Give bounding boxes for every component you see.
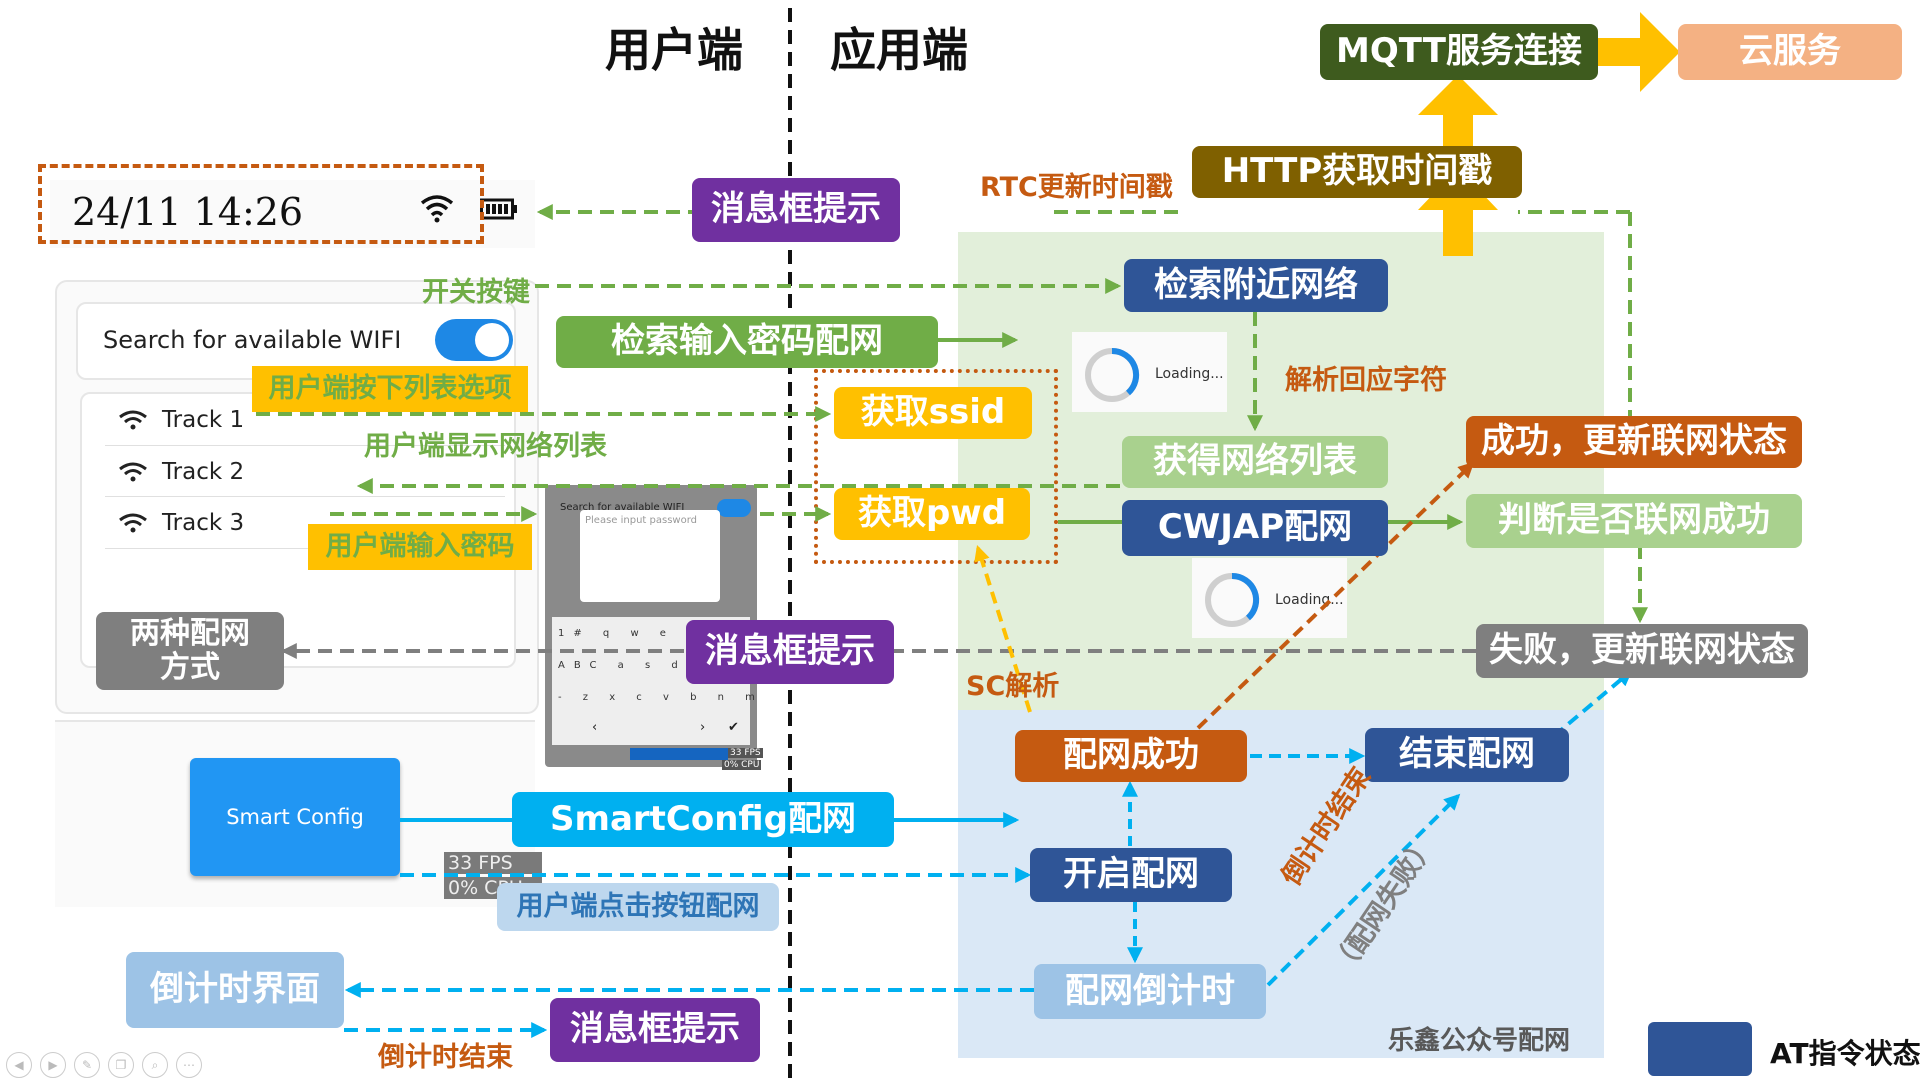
- keyboard-right-key[interactable]: ›: [700, 720, 706, 735]
- list-item-track-1[interactable]: Track 1: [118, 407, 244, 433]
- http-timestamp-box: HTTP获取时间戳: [1192, 146, 1522, 198]
- popup-cpu: 0% CPU: [722, 760, 762, 770]
- show-network-list-label: 用户端显示网络列表: [364, 431, 607, 462]
- fail-update-box: 失败，更新联网状态: [1476, 624, 1808, 678]
- sc-parse-label: SC解析: [966, 671, 1060, 702]
- status-bar-frame: [38, 164, 484, 244]
- loading-spinner-icon: [1085, 347, 1140, 402]
- switch-key-label: 开关按键: [422, 277, 530, 308]
- track-label: Track 2: [162, 459, 245, 485]
- judge-online-box: 判断是否联网成功: [1466, 494, 1802, 548]
- popup-password-input[interactable]: [580, 510, 720, 602]
- loading-text-1: Loading...: [1155, 366, 1224, 382]
- list-item-track-3[interactable]: Track 3: [118, 510, 244, 536]
- message-box-mid: 消息框提示: [686, 620, 894, 684]
- search-password-config-box: 检索输入密码配网: [556, 316, 938, 368]
- start-config-box: 开启配网: [1030, 848, 1232, 902]
- two-modes-box: 两种配网 方式: [96, 612, 284, 690]
- get-pwd-box: 获取pwd: [834, 488, 1030, 540]
- popup-toggle[interactable]: [717, 499, 751, 517]
- more-icon[interactable]: ⋯: [176, 1052, 202, 1078]
- scan-networks-box: 检索附近网络: [1124, 259, 1388, 312]
- popup-password-placeholder: Please input password: [585, 515, 698, 526]
- list-divider: [105, 496, 505, 497]
- list-divider: [105, 548, 505, 549]
- list-divider: [105, 445, 505, 446]
- header-user-side: 用户端: [605, 23, 743, 77]
- cloud-service-box: 云服务: [1678, 24, 1902, 80]
- wifi-icon: [119, 462, 147, 482]
- fps-counter: 33 FPS: [444, 852, 542, 874]
- bg-caption: 乐鑫公众号配网: [1388, 1026, 1571, 1056]
- loading-card-1: [1072, 332, 1227, 412]
- track-label: Track 1: [162, 407, 245, 433]
- keyboard-enter-key[interactable]: ✔: [728, 720, 739, 735]
- message-box-bottom: 消息框提示: [550, 998, 760, 1062]
- keyboard-row-2: ABC a s d f g h j: [558, 660, 791, 671]
- prev-icon[interactable]: ◀: [6, 1052, 32, 1078]
- popup-fps: 33 FPS: [728, 748, 763, 758]
- countdown-end-label: 倒计时结束: [378, 1042, 513, 1073]
- wifi-status-icon: [420, 195, 454, 223]
- message-box-top: 消息框提示: [692, 178, 900, 242]
- search-wifi-label: Search for available WIFI: [103, 326, 402, 354]
- user-click-config-box: 用户端点击按钮配网: [497, 883, 779, 931]
- pen-icon[interactable]: ✎: [74, 1052, 100, 1078]
- copy-icon[interactable]: ❐: [108, 1052, 134, 1078]
- next-icon[interactable]: ▶: [40, 1052, 66, 1078]
- clock: 24/11 14:26: [72, 190, 304, 234]
- keyboard-row-1: 1# q w e r t y u i: [558, 628, 804, 639]
- legend-label: AT指令状态: [1770, 1037, 1920, 1070]
- loading-spinner-icon: [1205, 572, 1260, 627]
- keyboard-row-3: - z x c v b n m: [558, 692, 764, 703]
- track-label: Track 3: [162, 510, 245, 536]
- wifi-toggle[interactable]: [435, 319, 513, 361]
- get-ssid-box: 获取ssid: [834, 387, 1032, 439]
- keyboard-left-key[interactable]: ‹: [592, 720, 598, 735]
- rtc-update-label: RTC更新时间戳: [980, 172, 1173, 203]
- list-item-track-2[interactable]: Track 2: [118, 459, 244, 485]
- user-input-password-box: 用户端输入密码: [308, 524, 532, 570]
- header-app-side: 应用端: [830, 23, 968, 77]
- config-success-box: 配网成功: [1015, 730, 1247, 782]
- zoom-icon[interactable]: ⌕: [142, 1052, 168, 1078]
- smart-config-button[interactable]: Smart Config: [190, 758, 400, 876]
- popup-confirm-bar[interactable]: [630, 748, 728, 760]
- presentation-toolbar: ◀ ▶ ✎ ❐ ⌕ ⋯: [6, 1052, 202, 1078]
- wifi-icon: [119, 513, 147, 533]
- device-status-bar: [50, 180, 535, 248]
- parse-reply-label: 解析回应字符: [1285, 365, 1447, 396]
- countdown-ui-box: 倒计时界面: [126, 952, 344, 1028]
- smartconfig-box: SmartConfig配网: [512, 792, 894, 847]
- wifi-icon: [119, 410, 147, 430]
- two-modes-label: 两种配网 方式: [130, 615, 250, 685]
- mqtt-connection-box: MQTT服务连接: [1320, 24, 1598, 80]
- credentials-group-frame: [814, 369, 1058, 564]
- loading-card-2: [1192, 558, 1347, 638]
- wifi-toggle-knob: [475, 323, 509, 357]
- end-config-box: 结束配网: [1365, 728, 1569, 782]
- network-list-box: 获得网络列表: [1122, 436, 1388, 488]
- legend-swatch: [1648, 1022, 1752, 1076]
- countdown-box: 配网倒计时: [1034, 964, 1266, 1019]
- success-update-box: 成功，更新联网状态: [1466, 416, 1802, 468]
- popup-search-label: Search for available WIFI: [560, 502, 685, 513]
- user-select-list-box: 用户端按下列表选项: [252, 366, 528, 412]
- cwjap-config-box: CWJAP配网: [1122, 500, 1388, 556]
